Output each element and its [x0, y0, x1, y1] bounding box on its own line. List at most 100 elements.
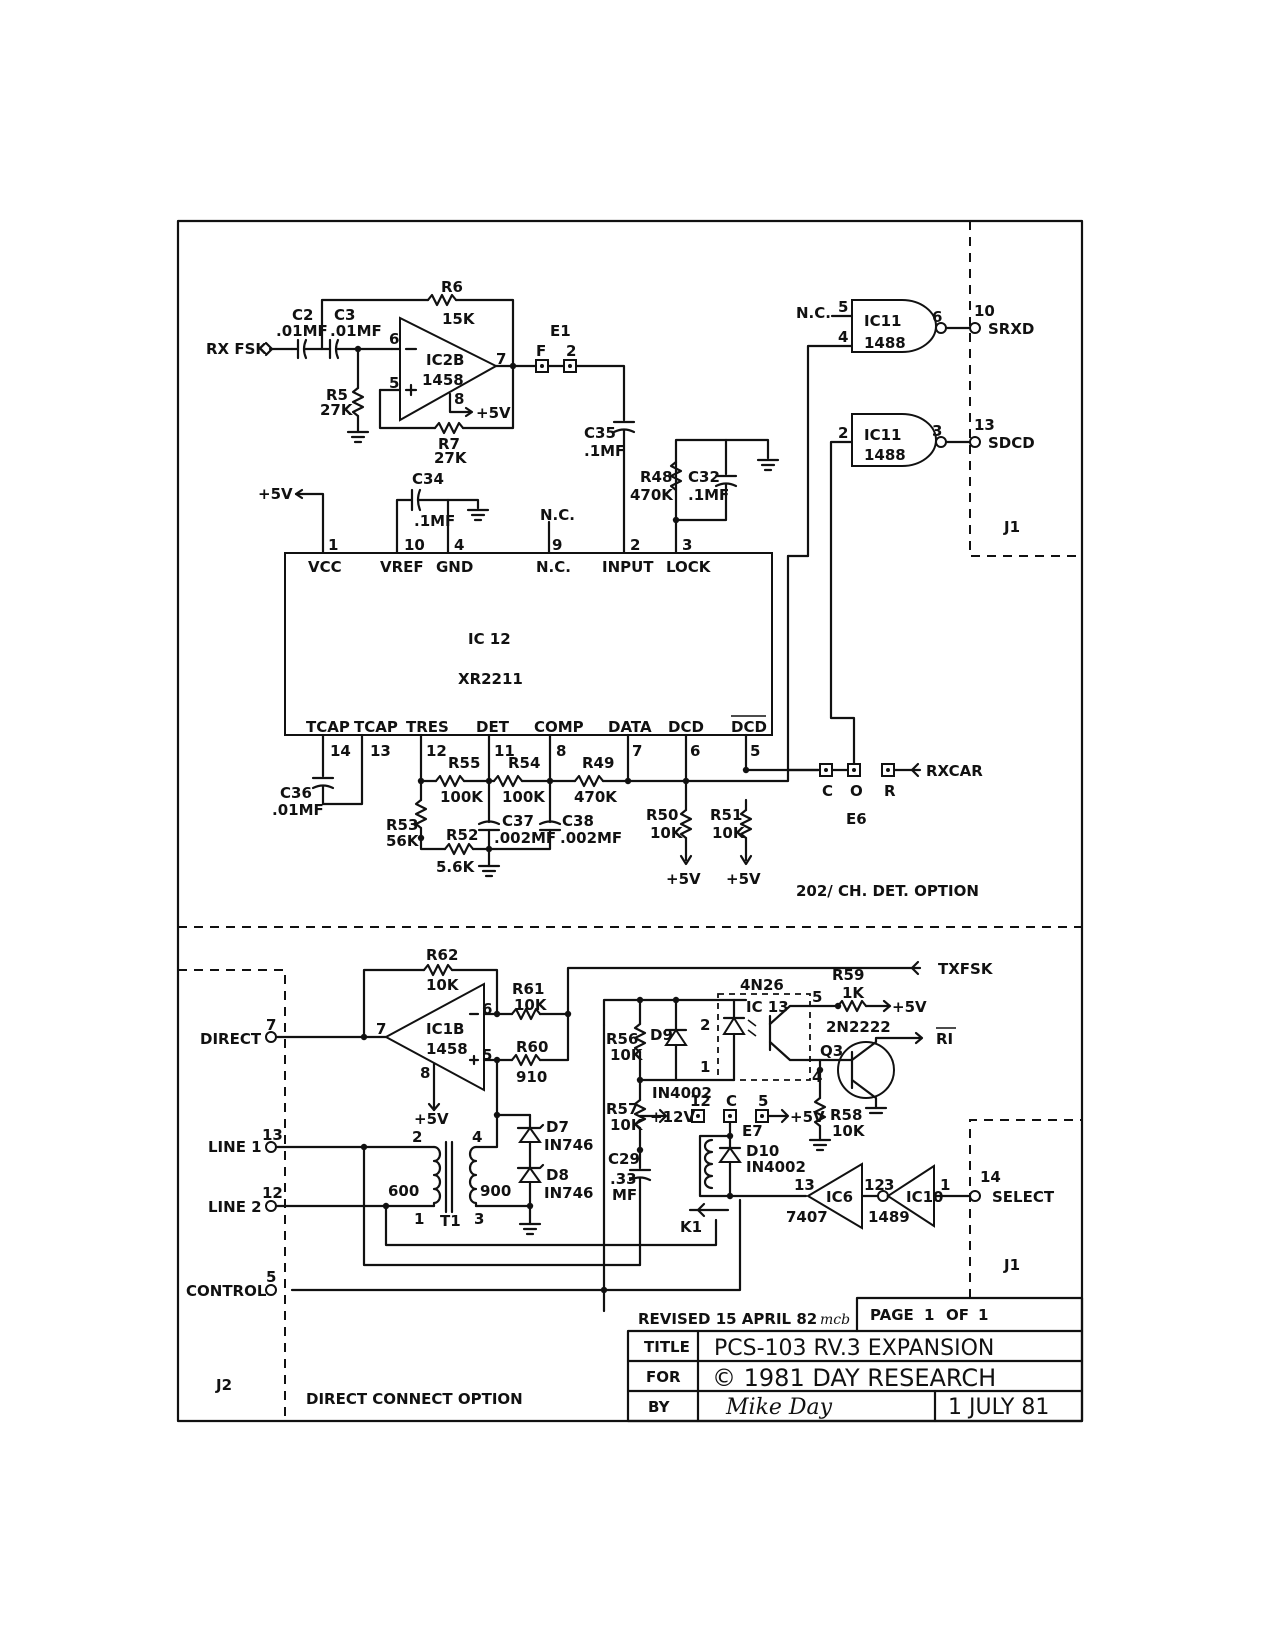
line2-pin: 12 — [262, 1184, 283, 1202]
e1-2: 2 — [566, 342, 576, 360]
plus12v-label: +12V — [650, 1108, 695, 1126]
r53-name: R53 — [386, 816, 418, 834]
r5-value: 27K — [320, 401, 354, 419]
r51-name: R51 — [710, 806, 742, 824]
ic12-comp: COMP — [534, 718, 584, 736]
ri-label: RI — [936, 1030, 953, 1048]
ic11-nc: N.C. — [796, 304, 831, 322]
c34-name: C34 — [412, 470, 444, 488]
ic11-gate-a — [830, 299, 981, 353]
r56-value: 10K — [610, 1046, 644, 1064]
e6-jumper — [786, 344, 922, 778]
ic12-pin11: 11 — [494, 742, 515, 760]
line1-pin: 13 — [262, 1126, 283, 1144]
ic2b-pin7: 7 — [496, 350, 506, 368]
ic12-gnd: GND — [436, 558, 473, 576]
ic2b-pin6: 6 — [389, 330, 399, 348]
ic12-pin12: 12 — [426, 742, 447, 760]
r48-name: R48 — [640, 468, 672, 486]
ic10-type: 1489 — [868, 1208, 910, 1226]
e6-o: O — [850, 782, 863, 800]
c2-value: .01MF — [276, 322, 328, 340]
d9-type: IN4002 — [652, 1084, 712, 1102]
vcc-plus5v: +5V — [258, 485, 293, 503]
option-202-label: 202/ CH. DET. OPTION — [796, 882, 979, 900]
ic1b-pin7: 7 — [376, 1020, 386, 1038]
r56-name: R56 — [606, 1030, 638, 1048]
rxcar-label: RXCAR — [926, 762, 983, 780]
nc-top-label: N.C. — [540, 506, 575, 524]
select-buffers — [806, 1162, 981, 1230]
ic12-input: INPUT — [602, 558, 654, 576]
sdcd-pin: 13 — [974, 416, 995, 434]
ic12-tcap-a: TCAP — [306, 718, 350, 736]
d7-name: D7 — [546, 1118, 569, 1136]
by-label: BY — [648, 1398, 671, 1416]
r54-name: R54 — [508, 754, 540, 772]
r62-name: R62 — [426, 946, 458, 964]
ic11a-type: 1488 — [864, 334, 906, 352]
ic11b-name: IC11 — [864, 426, 901, 444]
page-label: PAGE — [870, 1306, 914, 1324]
e6-r: R — [884, 782, 896, 800]
ic12-pin5: 5 — [750, 742, 760, 760]
q3-name: Q3 — [820, 1042, 843, 1060]
c2-name: C2 — [292, 306, 313, 324]
ic12-name: IC 12 — [468, 630, 511, 648]
e1-name: E1 — [550, 322, 571, 340]
d9-name: D9 — [650, 1026, 673, 1044]
page-number: 1 — [924, 1306, 934, 1324]
r59-value: 1K — [842, 984, 865, 1002]
ic13-type: 4N26 — [740, 976, 784, 994]
r7-value: 27K — [434, 449, 468, 467]
c29-name: C29 — [608, 1150, 640, 1168]
ic12-tres: TRES — [406, 718, 449, 736]
ic12-pin2: 2 — [630, 536, 640, 554]
d8-type: IN746 — [544, 1184, 593, 1202]
title-block — [626, 1296, 1084, 1423]
r60-value: 910 — [516, 1068, 547, 1086]
r57-value: 10K — [610, 1116, 644, 1134]
e7-c: C — [726, 1092, 737, 1110]
c37-name: C37 — [502, 812, 534, 830]
c38-name: C38 — [562, 812, 594, 830]
transformer-t1 — [265, 1113, 718, 1267]
ic12-pin8: 8 — [556, 742, 566, 760]
ic11a-pin5: 5 — [838, 298, 848, 316]
for-label: FOR — [646, 1368, 681, 1386]
zener-d7-d8 — [516, 1113, 545, 1236]
r50-value: 10K — [650, 824, 684, 842]
ic11a-pin6: 6 — [932, 308, 942, 326]
control-pin: 5 — [266, 1268, 276, 1286]
q3-type: 2N2222 — [826, 1018, 891, 1036]
j1-region-bottom — [969, 1119, 1082, 1298]
d7-type: IN746 — [544, 1136, 593, 1154]
ring-detect-network — [265, 996, 748, 1313]
c29-unit: MF — [612, 1186, 637, 1204]
revised-label: REVISED 15 APRIL 82 — [638, 1310, 817, 1328]
e1-f: F — [536, 342, 546, 360]
e6-c: C — [822, 782, 833, 800]
ic12-type: XR2211 — [458, 670, 523, 688]
select-label: SELECT — [992, 1188, 1055, 1206]
r51-value: 10K — [712, 824, 746, 842]
j1-region-top — [969, 221, 1082, 557]
r59-plus5v: +5V — [892, 998, 927, 1016]
e7-5: 5 — [758, 1092, 768, 1110]
r58-value: 10K — [832, 1122, 866, 1140]
d10-name: D10 — [746, 1142, 779, 1160]
ic2b-pin8: 8 — [454, 390, 464, 408]
sheet-border — [176, 219, 1084, 1423]
d10-type: IN4002 — [746, 1158, 806, 1176]
r55-value: 100K — [440, 788, 484, 806]
ic12-det: DET — [476, 718, 510, 736]
ic12-data: DATA — [608, 718, 652, 736]
ic12-top-connections — [294, 488, 551, 555]
t1-primary: 600 — [388, 1182, 419, 1200]
ic1b-pin5: 5 — [482, 1046, 492, 1064]
ic12-body — [284, 552, 773, 736]
ic13-optocoupler — [717, 993, 892, 1082]
j1-top-label: J1 — [1003, 518, 1020, 536]
control-label: CONTROL — [186, 1282, 267, 1300]
